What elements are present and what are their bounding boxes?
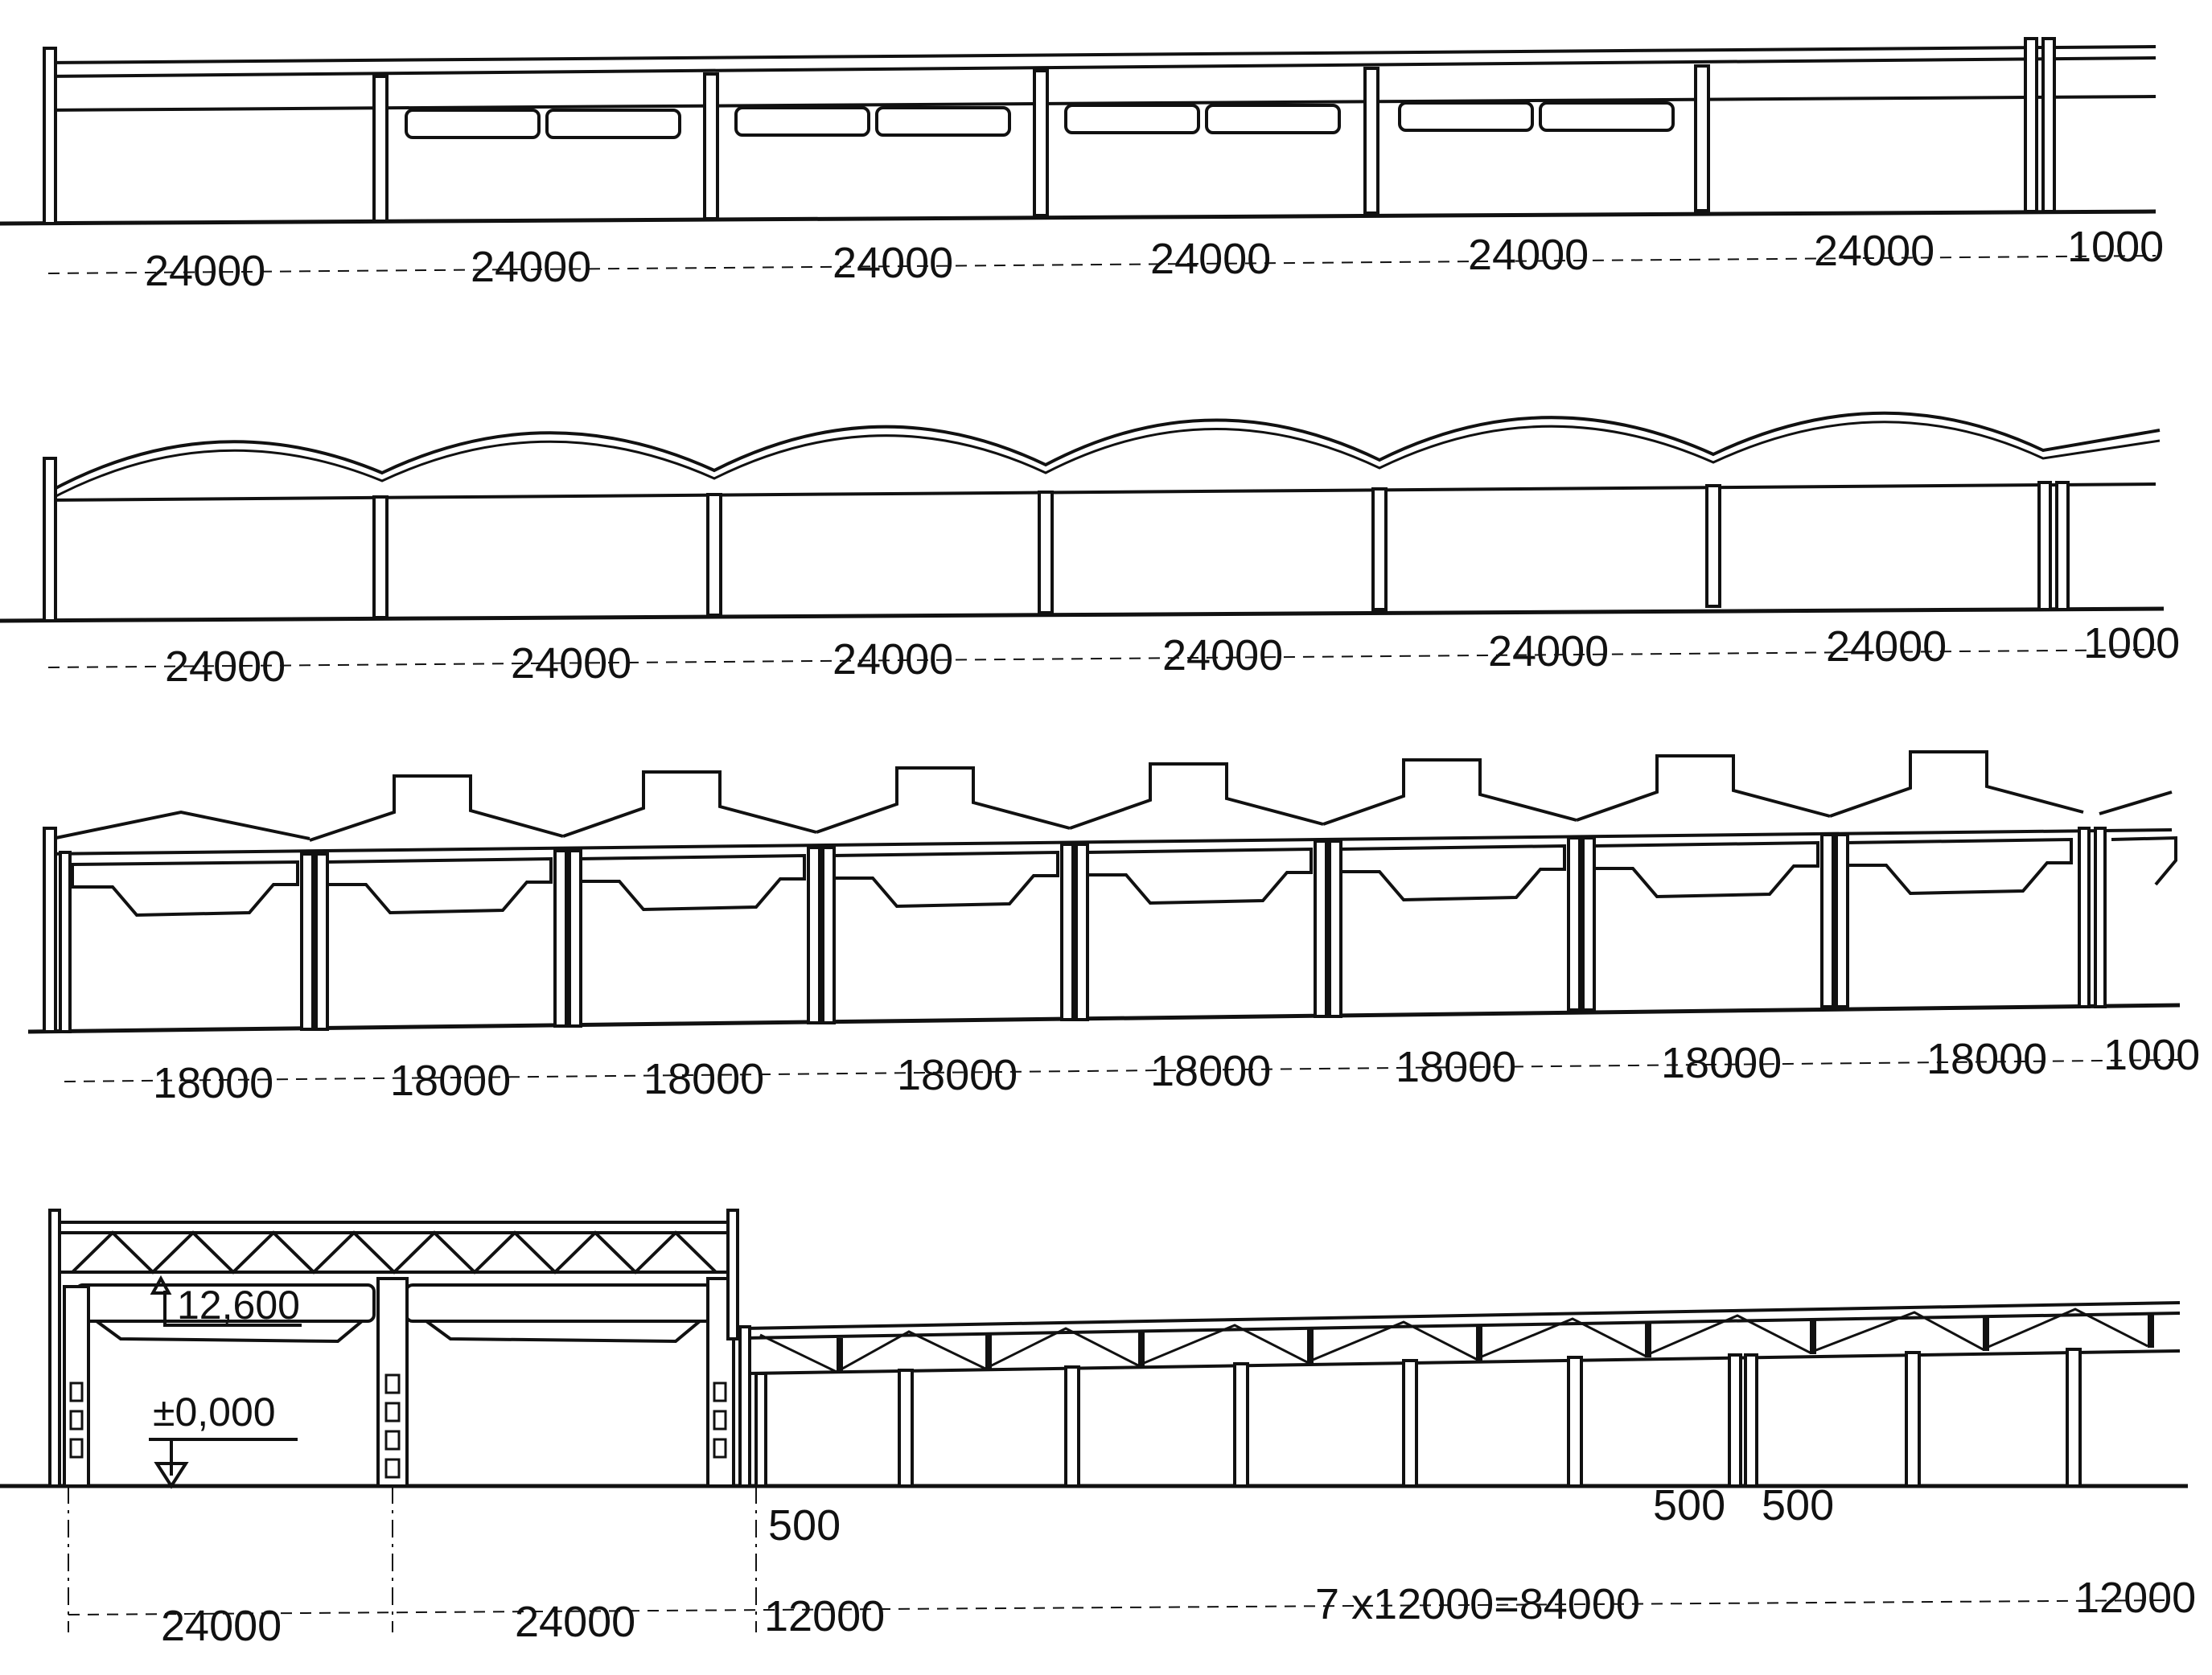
span-label-c-8: 18000 [1926,1035,2047,1083]
column-b-8 [2055,481,2070,611]
section-b-vaulted-roof: 24000 24000 24000 24000 24000 24000 1000 [0,411,2180,691]
section-c-monitor-roof: 18000 18000 18000 18000 18000 18000 1800… [27,750,2200,1107]
column-b-7 [2037,481,2052,611]
column-a-6 [1694,64,1710,212]
roof-profiles-c [43,750,2173,842]
joint-label-c: 1000 [2103,1031,2200,1079]
span-label-d-1: 24000 [161,1602,282,1650]
elevation-marker-ground [149,1438,298,1489]
span-label-c-7: 18000 [1661,1039,1782,1087]
repeat-total-label: 7 x12000=84000 [1315,1580,1640,1628]
column-a-2 [372,75,389,223]
span-label-a-3: 24000 [833,239,953,287]
column-b-5 [1371,487,1388,611]
column-b-6 [1705,484,1721,608]
section-a-flat-roof: 24000 24000 24000 24000 24000 24000 1000 [0,37,2164,295]
column-a-1 [43,47,57,225]
crane-girders-c [71,835,2177,918]
column-b-2 [372,495,389,619]
dimension-line-c [64,1059,2181,1082]
elevation-marker-top [150,1275,302,1327]
span-label-c-3: 18000 [643,1055,764,1103]
roof-top-a [43,45,2156,64]
girder-line-a [43,95,2156,112]
span-label-b-1: 24000 [165,642,286,691]
first-bay-label: 12000 [764,1592,885,1640]
column-a-8 [2041,37,2056,213]
column-a-4 [1033,69,1049,217]
high-bay-columns [48,1209,739,1488]
joint-label-500-left: 500 [1653,1481,1725,1529]
span-label-a-1: 24000 [145,247,265,295]
joint-label-a: 1000 [2067,223,2164,271]
roof-bottom-a [43,56,2156,78]
span-label-a-6: 24000 [1814,227,1934,275]
column-a-7 [2024,37,2038,213]
ground-line-a [0,209,2156,226]
span-label-c-1: 18000 [153,1059,273,1107]
column-a-3 [703,72,719,220]
joint-label-500-right: 500 [1762,1481,1834,1529]
low-bay-trusses [743,1301,2181,1375]
span-label-b-5: 24000 [1488,627,1609,675]
gap-label-500: 500 [768,1501,841,1550]
dimension-line-d [68,1599,2173,1615]
crane-beams-a [405,101,1675,139]
span-label-c-6: 18000 [1396,1043,1516,1091]
span-label-a-2: 24000 [471,243,591,291]
vault-roof-b [47,411,2161,494]
column-b-4 [1038,491,1054,614]
span-label-c-4: 18000 [897,1051,1018,1099]
span-label-b-3: 24000 [833,635,953,684]
eave-line-c [43,828,2173,856]
span-label-b-6: 24000 [1826,622,1947,671]
span-label-c-2: 18000 [390,1057,511,1105]
section-d-truss-roof: 12,600 ±0,000 [0,1209,2196,1650]
ground-line-b [0,606,2165,623]
span-label-d-2: 24000 [515,1598,635,1646]
span-label-b-2: 24000 [511,639,631,688]
ground-line-c [27,1003,2181,1034]
joint-label-b: 1000 [2083,619,2180,667]
columns-c [43,827,2107,1033]
span-label-a-5: 24000 [1468,231,1589,279]
vault-roof-b-inner [47,421,2161,502]
column-b-3 [706,493,722,617]
low-bay-columns [738,1325,2082,1488]
elevation-label-top: 12,600 [177,1283,300,1328]
column-b-1 [43,457,57,622]
tie-line-b [43,482,2156,502]
span-label-b-4: 24000 [1162,631,1283,679]
dimension-line-a [47,255,2156,274]
last-bay-label: 12000 [2075,1574,2196,1622]
span-label-a-4: 24000 [1150,235,1271,283]
column-a-5 [1363,67,1379,215]
elevation-label-ground: ±0,000 [153,1390,276,1435]
dimension-line-b [47,649,2156,668]
span-label-c-5: 18000 [1150,1047,1271,1095]
